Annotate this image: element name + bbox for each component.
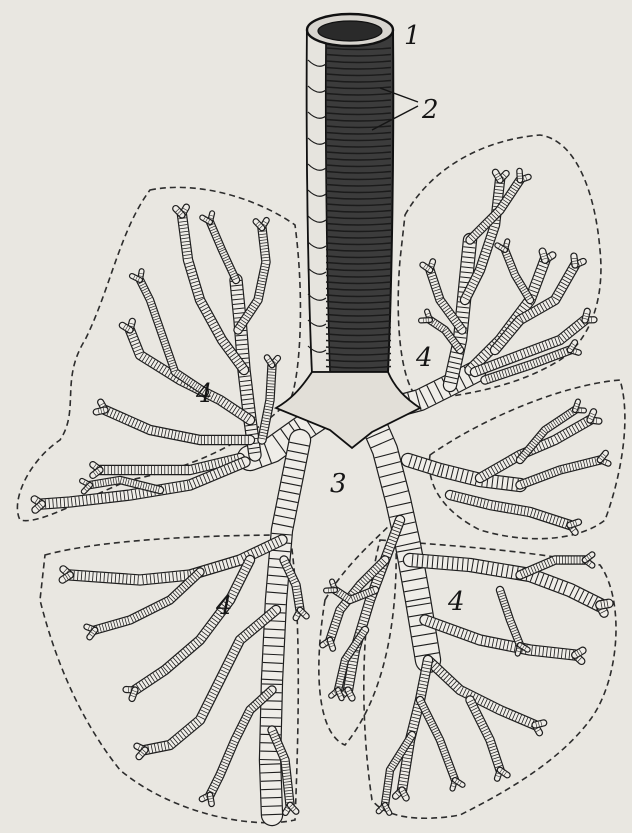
lml-twig-2-tip-b <box>599 453 606 460</box>
lll-twig-8-tip-b <box>455 779 463 785</box>
lll-twig-4-fill <box>500 590 520 645</box>
rll-twig-4-tip-b <box>139 749 146 756</box>
lll-twig-6-tip-b <box>500 769 507 775</box>
lll-twig-7-tip-b <box>401 790 408 798</box>
lul-twig-7-tip-b <box>583 311 589 320</box>
lul-twig-9-fill <box>505 250 530 300</box>
rul-twig-3 <box>208 221 239 280</box>
label-cartilage-rings: 2 <box>421 95 439 125</box>
lul-twig-9-tip-b <box>497 245 505 251</box>
lml-twig-4-tip-b <box>574 402 579 410</box>
lingula-twig-3-tip-b <box>326 588 335 592</box>
rul-twig-4-fill <box>130 330 250 420</box>
rll-twig-3-tip-b <box>131 690 137 698</box>
lll-twig-7 <box>398 660 431 790</box>
label-lobe-right-lower: 4 <box>215 591 233 621</box>
rll-twig-5-tip-b <box>208 795 213 804</box>
lul-twig-3-tip-b <box>423 265 430 271</box>
lll-twig-1-tip-b <box>600 600 609 608</box>
lll-twig-4 <box>498 590 522 645</box>
rul-twig-8-tip-b <box>35 503 43 511</box>
lul-twig-4-tip-b <box>421 318 430 322</box>
lul-twig-2-tip-b <box>518 171 523 180</box>
lml-twig-2 <box>520 457 600 488</box>
rul-twig-5-tip-b <box>132 276 140 282</box>
rul-twig-3-fill <box>210 222 236 280</box>
lll-twig-2-tip-b <box>585 554 592 561</box>
lingula-twig-4-tip-b <box>337 690 342 698</box>
lll-twig-9-tip-b <box>384 805 390 813</box>
lml-twig-3-tip-b <box>570 521 579 527</box>
lll-twig-3 <box>425 616 575 659</box>
label-bifurcation: 3 <box>330 469 347 499</box>
lml-twig-1-tip-b <box>588 412 595 420</box>
label-lobe-right-upper: 4 <box>195 379 213 409</box>
lul-twig-9 <box>503 250 532 300</box>
lll-twig-5-tip-b <box>535 721 544 727</box>
lll-twig-2-fill <box>520 560 585 575</box>
lul-twig-8-tip-b <box>569 342 575 350</box>
rul-twig-6 <box>104 407 250 444</box>
lul-twig-6-tip-b <box>572 256 577 265</box>
lul-twig-5-tip-b <box>541 251 548 260</box>
trachea-lumen <box>318 21 382 41</box>
trachea <box>276 14 420 448</box>
lll-twig-3-tip-b <box>575 649 583 656</box>
lingula-twig-1-tip-b <box>346 690 353 698</box>
rul-twig-1-tip-b <box>176 209 183 216</box>
rul-twig-10-tip-b <box>267 358 273 366</box>
lul-twig-1-tip-b <box>495 172 502 180</box>
rul-twig-3-tip-b <box>202 217 210 223</box>
rll-twig-2-tip-b <box>89 630 96 637</box>
label-lobe-left-upper: 4 <box>415 343 433 373</box>
lingula-twig-1-fill <box>348 520 400 690</box>
label-trachea: 1 <box>404 21 421 51</box>
rul-twig-4-tip-b <box>122 325 130 332</box>
label-lobe-left-lower: 4 <box>447 587 465 617</box>
lll-twig-2 <box>520 557 585 578</box>
lingula-twig-2-tip-b <box>328 640 334 649</box>
lml-twig-2-fill <box>520 460 600 485</box>
rul-twig-6-tip-b <box>96 408 105 414</box>
rll-twig-1-tip-b <box>62 573 70 580</box>
lll-twig-8 <box>418 700 457 780</box>
rul-twig-10 <box>259 365 276 440</box>
rul-twig-9-tip-b <box>84 485 91 492</box>
